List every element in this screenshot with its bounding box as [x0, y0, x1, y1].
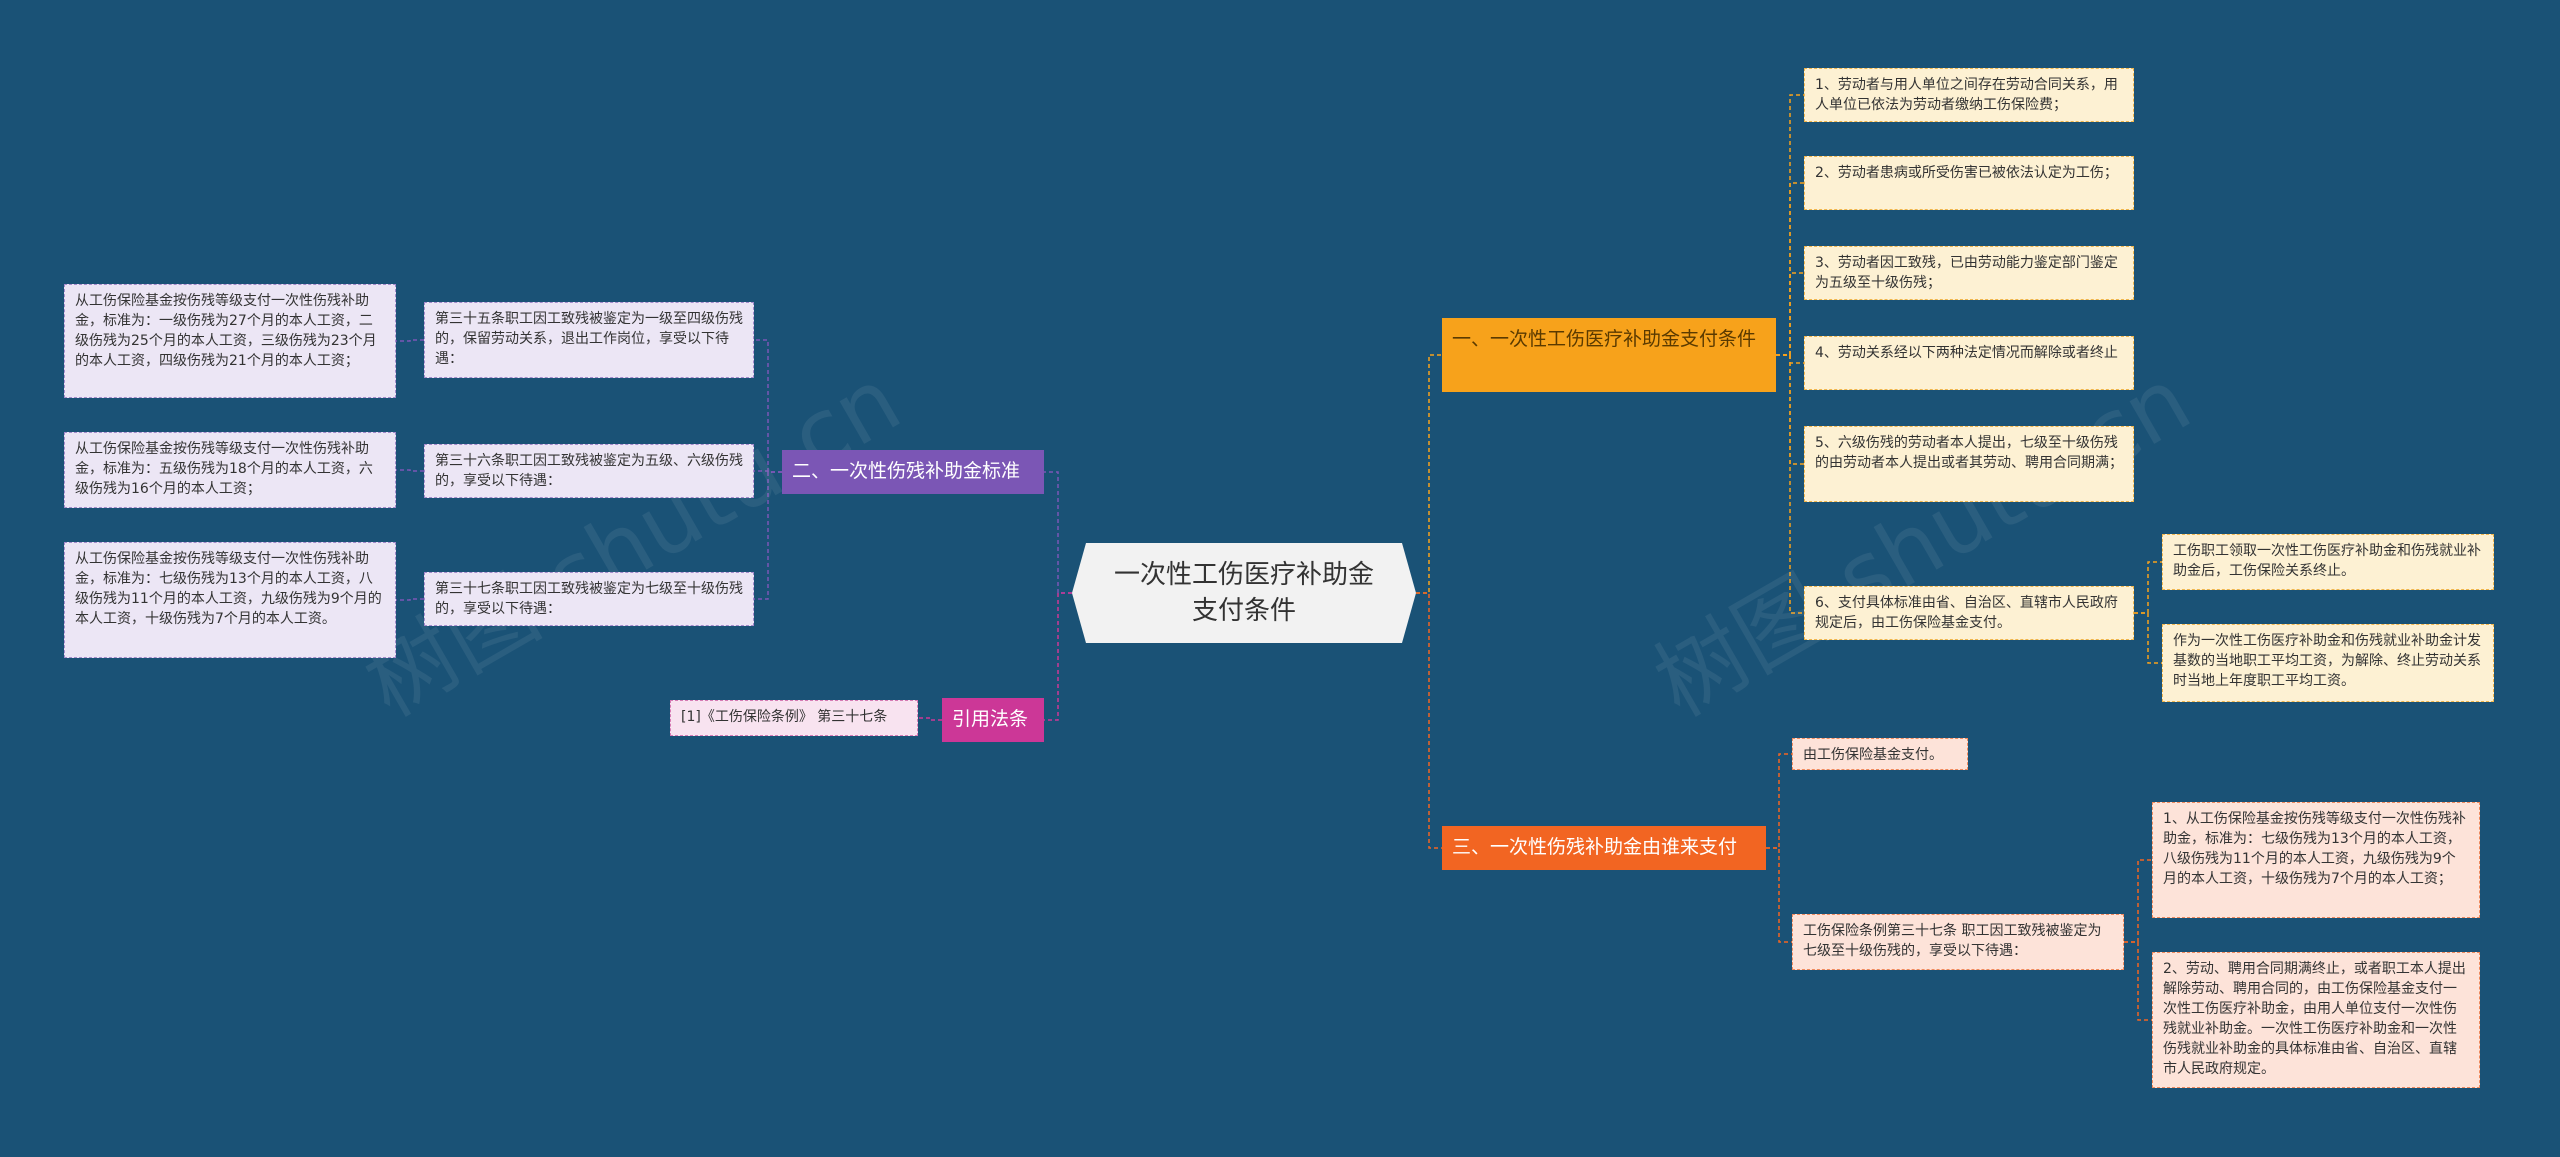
branch-disability-standard[interactable]: 二、一次性伤残补助金标准 — [782, 450, 1044, 494]
connector-line — [1416, 354, 1442, 594]
connector-line — [396, 469, 424, 472]
connector-line — [1776, 354, 1804, 614]
connector-line — [918, 717, 942, 721]
list-item[interactable]: 4、劳动关系经以下两种法定情况而解除或者终止 — [1804, 336, 2134, 390]
connector-line — [396, 598, 424, 601]
branch-who-pays[interactable]: 三、一次性伤残补助金由谁来支付 — [1442, 826, 1766, 870]
connector-line — [2134, 561, 2162, 614]
connector-line — [1044, 592, 1072, 721]
list-item[interactable]: 作为一次性工伤医疗补助金和伤残就业补助金计发基数的当地职工平均工资，为解除、终止… — [2162, 624, 2494, 702]
list-item[interactable]: 2、劳动者患病或所受伤害已被依法认定为工伤； — [1804, 156, 2134, 210]
list-item[interactable]: [1]《工伤保险条例》 第三十七条 — [670, 700, 918, 736]
list-item[interactable]: 工伤保险条例第三十七条 职工因工致残被鉴定为七级至十级伤残的，享受以下待遇： — [1792, 914, 2124, 970]
connector-line — [1044, 471, 1072, 594]
list-item[interactable]: 1、从工伤保险基金按伤残等级支付一次性伤残补助金，标准为：七级伤残为13个月的本… — [2152, 802, 2480, 918]
list-item[interactable]: 第三十五条职工因工致残被鉴定为一级至四级伤残的，保留劳动关系，退出工作岗位，享受… — [424, 302, 754, 378]
connector-line — [2134, 612, 2162, 664]
connector-line — [754, 339, 782, 473]
list-item[interactable]: 第三十七条职工因工致残被鉴定为七级至十级伤残的，享受以下待遇： — [424, 572, 754, 626]
list-item[interactable]: 第三十六条职工因工致残被鉴定为五级、六级伤残的，享受以下待遇： — [424, 444, 754, 498]
list-item[interactable]: 从工伤保险基金按伤残等级支付一次性伤残补助金，标准为：七级伤残为13个月的本人工… — [64, 542, 396, 658]
list-item[interactable]: 由工伤保险基金支付。 — [1792, 738, 1968, 770]
connector-line — [396, 339, 424, 342]
list-item[interactable]: 2、劳动、聘用合同期满终止，或者职工本人提出解除劳动、聘用合同的，由工伤保险基金… — [2152, 952, 2480, 1088]
connector-line — [1416, 592, 1442, 849]
list-item[interactable]: 5、六级伤残的劳动者本人提出，七级至十级伤残的由劳动者本人提出或者其劳动、聘用合… — [1804, 426, 2134, 502]
connector-line — [754, 470, 782, 473]
list-item[interactable]: 从工伤保险基金按伤残等级支付一次性伤残补助金，标准为：五级伤残为18个月的本人工… — [64, 432, 396, 508]
list-item[interactable]: 工伤职工领取一次性工伤医疗补助金和伤残就业补助金后，工伤保险关系终止。 — [2162, 534, 2494, 590]
connector-line — [754, 471, 782, 600]
connector-line — [1776, 182, 1804, 356]
connector-line — [1766, 753, 1792, 849]
root-topic[interactable]: 一次性工伤医疗补助金支付条件 — [1072, 543, 1416, 643]
connector-line — [1766, 847, 1792, 943]
connector-line — [1776, 272, 1804, 356]
connector-line — [2124, 941, 2152, 1021]
connector-line — [2124, 859, 2152, 943]
list-item[interactable]: 3、劳动者因工致残，已由劳动能力鉴定部门鉴定为五级至十级伤残； — [1804, 246, 2134, 300]
branch-payment-conditions[interactable]: 一、一次性工伤医疗补助金支付条件 — [1442, 318, 1776, 392]
branch-cited-law[interactable]: 引用法条 — [942, 698, 1044, 742]
list-item[interactable]: 从工伤保险基金按伤残等级支付一次性伤残补助金，标准为：一级伤残为27个月的本人工… — [64, 284, 396, 398]
list-item[interactable]: 6、支付具体标准由省、自治区、直辖市人民政府规定后，由工伤保险基金支付。 — [1804, 586, 2134, 640]
list-item[interactable]: 1、劳动者与用人单位之间存在劳动合同关系，用人单位已依法为劳动者缴纳工伤保险费； — [1804, 68, 2134, 122]
